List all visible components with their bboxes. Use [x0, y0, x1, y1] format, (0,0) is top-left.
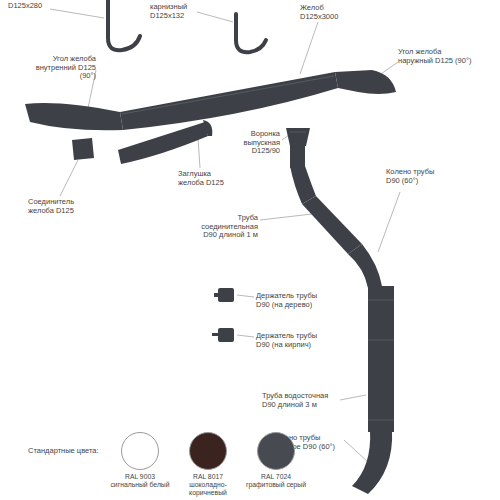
part-label: Труба водосточная D90 длиной 3 м — [262, 392, 338, 409]
color-swatch — [257, 432, 295, 470]
legend-text: RAL 7024 графитовый серый — [244, 473, 308, 489]
legend-item: RAL 8017 шоколадно-коричневый — [176, 432, 240, 496]
part-label: Колено трубы D90 (60°) — [386, 168, 444, 185]
part-label: Держатель трубы D90 (на кирпич) — [256, 332, 318, 349]
legend-item: RAL 9003 сигнальный белый — [108, 432, 172, 489]
color-swatch — [189, 432, 227, 470]
part-label: Заглушка желоба D125 — [178, 170, 232, 187]
part-label: Труба соединительная D90 длиной 1 м — [192, 214, 258, 240]
part-label: Желоб D125x3000 — [300, 4, 350, 21]
part-label: D125x280 — [8, 2, 68, 11]
legend-text: RAL 9003 сигнальный белый — [108, 473, 172, 489]
part-label: Соединитель желоба D125 — [28, 198, 86, 215]
part-label: Воронка выпускная D125/90 — [224, 130, 280, 156]
legend-heading: Стандартные цвета: — [28, 447, 118, 456]
part-label: Держатель трубы D90 (на дерево) — [256, 292, 318, 309]
color-swatch — [121, 432, 159, 470]
part-label: Угол желоба внутренний D125 (90°) — [20, 55, 96, 81]
part-label: карнизный D125x132 — [150, 3, 195, 20]
legend-item: RAL 7024 графитовый серый — [244, 432, 308, 489]
part-label: Угол желоба наружный D125 (90°) — [398, 48, 478, 65]
legend-text: RAL 8017 шоколадно-коричневый — [176, 473, 240, 496]
